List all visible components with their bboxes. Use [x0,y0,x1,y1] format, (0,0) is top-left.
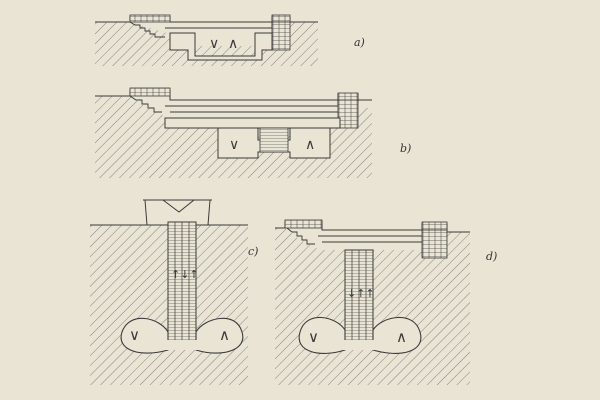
entrance-building-b-left [129,87,171,97]
entrance-building-a-left [129,14,171,23]
panel-d: ↓↑↑ ∨ ∧ [275,219,470,385]
direction-down-b: ∨ [229,137,239,153]
escalator-arrows-c: ↑↓↑ [171,268,199,281]
concourse-b [164,117,341,129]
direction-up-d: ∧ [396,328,407,346]
platform-hall-a [169,32,273,61]
panel-label-d: d) [486,250,498,263]
panel-label-a: a) [354,36,365,49]
panel-label-c: c) [248,245,259,258]
direction-up-a: ∧ [228,36,238,52]
escalator-arrows-d: ↓↑↑ [347,287,375,300]
connector-d [330,340,390,350]
direction-up-c: ∧ [219,326,230,344]
shaft-d [421,229,448,259]
passage-a [165,22,273,29]
entrance-building-d-right [421,221,448,231]
panel-b: ∨ ∧ [95,87,372,178]
direction-down-c: ∨ [129,326,140,344]
panel-c: ↑↓↑ ∨ ∧ [90,199,248,385]
panel-label-b: b) [400,142,412,155]
direction-down-a: ∨ [209,36,219,52]
entrance-building-a-right [271,14,291,23]
direction-down-d: ∨ [308,328,319,346]
stairway-d [286,227,315,245]
passage-b [165,100,339,113]
entrance-building-d-left [284,219,323,229]
connector-c [150,340,214,350]
passage-d [318,235,422,243]
stairway-a [129,21,165,38]
shaft-a [271,21,291,51]
stairway-b [129,95,162,113]
panel-a: ∨ ∧ [95,14,318,66]
shaft-b [337,99,359,129]
direction-up-b: ∧ [305,137,315,153]
entrance-canopy-c [143,199,212,226]
escalator-b [259,127,289,153]
